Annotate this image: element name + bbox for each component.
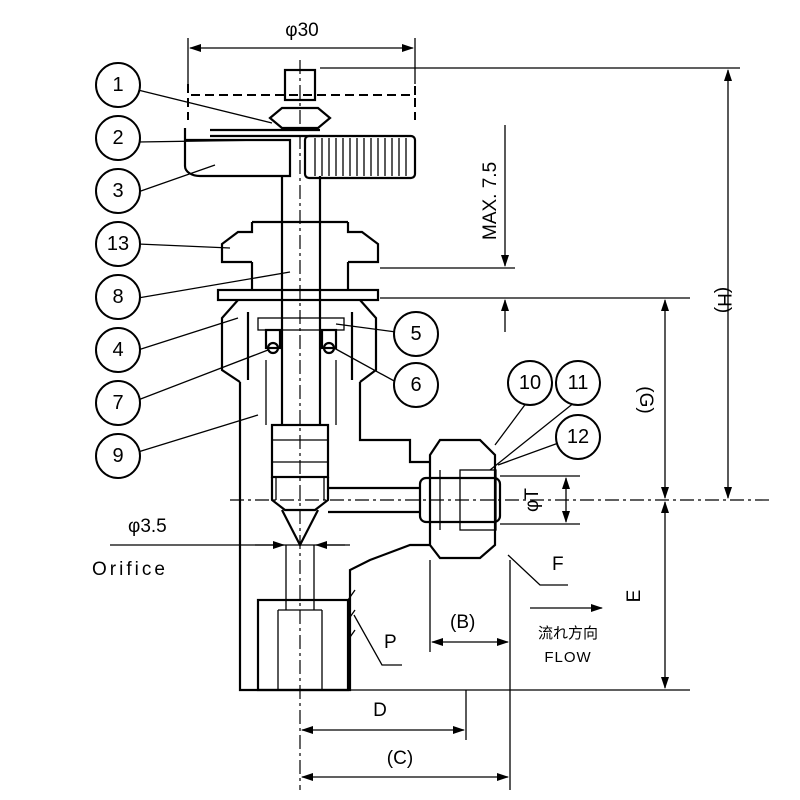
- balloon-8-label: 8: [112, 286, 123, 308]
- balloon-6-label: 6: [410, 374, 421, 396]
- dim-tube-diameter: φT: [500, 475, 580, 525]
- balloon-1: 1: [95, 62, 141, 108]
- callout-port-f: F: [507, 554, 568, 586]
- outlet-fitting: [418, 438, 502, 560]
- balloon-3: 3: [95, 168, 141, 214]
- dim-width-b: (B): [429, 560, 511, 690]
- handle-assembly: [183, 68, 417, 180]
- balloon-2-label: 2: [112, 127, 123, 149]
- balloon-12: 12: [555, 414, 601, 460]
- flow-label-jp: 流れ方向: [538, 625, 598, 642]
- balloon-9-label: 9: [112, 445, 123, 467]
- balloon-6: 6: [393, 362, 439, 408]
- balloon-4: 4: [95, 327, 141, 373]
- balloon-11: 11: [555, 360, 601, 406]
- height-g-text: (G): [635, 386, 656, 413]
- max-stroke-text: MAX. 7.5: [480, 162, 501, 240]
- balloon-8: 8: [95, 274, 141, 320]
- width-d-text: D: [373, 700, 387, 721]
- balloon-11-label: 11: [568, 372, 589, 394]
- flow-label-en: FLOW: [544, 649, 591, 666]
- orifice-label-text: Orifice: [92, 559, 168, 580]
- dim-height-g: (G): [635, 299, 669, 499]
- dim-orifice: φ3.5 Orifice: [92, 516, 350, 580]
- port-p-text: P: [384, 632, 397, 653]
- tube-diameter-text: φT: [522, 488, 543, 512]
- handle-diameter-text: φ30: [285, 20, 318, 41]
- balloon-2: 2: [95, 115, 141, 161]
- valve-body: [238, 382, 430, 692]
- balloon-10-label: 10: [519, 372, 541, 394]
- balloon-12-label: 12: [567, 426, 589, 448]
- bonnet-assembly: [216, 220, 380, 425]
- dim-width-c: (C): [301, 690, 511, 790]
- callout-port-p: P: [353, 614, 402, 666]
- balloon-7-label: 7: [112, 392, 123, 414]
- balloon-5: 5: [393, 311, 439, 357]
- leader-lines: [137, 89, 576, 471]
- width-c-text: (C): [387, 748, 413, 769]
- dim-height-e: E: [350, 501, 690, 691]
- balloon-3-label: 3: [112, 180, 123, 202]
- knurl-pattern: [314, 138, 407, 176]
- dim-max-stroke: MAX. 7.5: [380, 125, 690, 332]
- flow-direction: 流れ方向 FLOW: [530, 604, 603, 666]
- balloon-7: 7: [95, 380, 141, 426]
- balloon-10: 10: [507, 360, 553, 406]
- overall-height-text: (H): [713, 287, 734, 313]
- port-f-text: F: [552, 554, 564, 575]
- height-e-text: E: [624, 590, 645, 603]
- balloon-5-label: 5: [410, 323, 421, 345]
- width-b-text: (B): [450, 612, 475, 633]
- dim-handle-diameter: φ30: [187, 20, 416, 84]
- balloon-13-label: 13: [107, 233, 129, 255]
- balloon-1-label: 1: [112, 74, 123, 96]
- dim-width-d: D: [301, 690, 467, 740]
- balloon-13: 13: [95, 221, 141, 267]
- dim-overall-height: (H): [320, 67, 740, 499]
- orifice-diameter-text: φ3.5: [128, 516, 167, 537]
- balloon-4-label: 4: [112, 339, 123, 361]
- balloon-9: 9: [95, 433, 141, 479]
